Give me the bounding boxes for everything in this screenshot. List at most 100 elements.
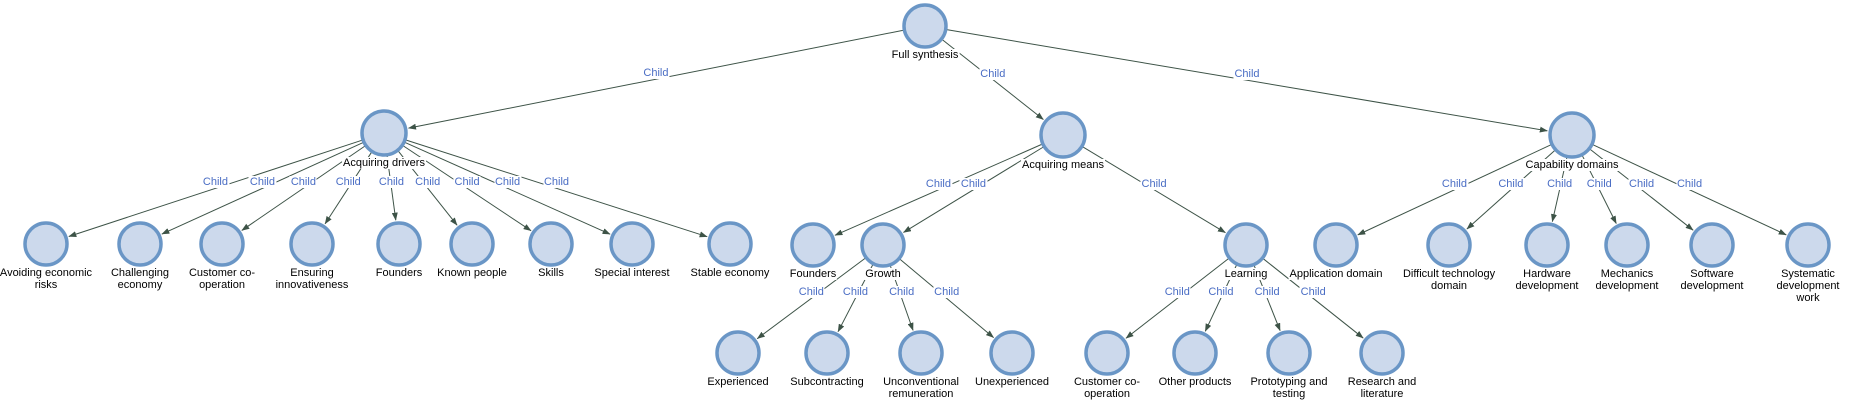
edge-label: Child	[1253, 286, 1281, 299]
node-application-domain[interactable]	[1313, 222, 1359, 268]
node-label-growth: Growth	[864, 268, 902, 280]
node-label-application-domain: Application domain	[1288, 268, 1384, 280]
node-challenging-economy[interactable]	[117, 221, 163, 267]
node-unexperienced[interactable]	[989, 330, 1035, 376]
edge-label: Child	[1299, 286, 1327, 299]
node-label-skills: Skills	[537, 267, 565, 279]
node-subcontracting[interactable]	[804, 330, 850, 376]
edge-label: Child	[1585, 177, 1613, 190]
node-label-unexperienced: Unexperienced	[974, 376, 1050, 388]
edge-label: Child	[642, 67, 670, 80]
node-label-prototyping-and-testing: Prototyping and testing	[1249, 376, 1329, 400]
node-customer-co-operation-2[interactable]	[1084, 330, 1130, 376]
node-learning[interactable]	[1223, 222, 1269, 268]
node-software-development[interactable]	[1689, 222, 1735, 268]
edge-acquiring-means--learning	[1082, 146, 1226, 234]
edge-label: Child	[1140, 177, 1168, 190]
edge-label: Child	[841, 286, 869, 299]
edge-label: Child	[1628, 177, 1656, 190]
edge-label: Child	[414, 176, 442, 189]
node-other-products[interactable]	[1172, 330, 1218, 376]
edge-label: Child	[797, 286, 825, 299]
node-label-hardware-development: Hardware development	[1514, 268, 1580, 292]
node-label-experienced: Experienced	[706, 376, 770, 388]
edge-learning--research-and-literature	[1262, 258, 1364, 339]
edge-label: Child	[933, 286, 961, 299]
node-label-unconventional-remuneration: Unconventional remuneration	[882, 376, 960, 400]
node-acquiring-drivers[interactable]	[360, 109, 408, 157]
edge-label: Child	[1497, 177, 1525, 190]
node-label-capability-domains: Capability domains	[1524, 159, 1620, 171]
edge-label: Child	[542, 176, 571, 189]
node-known-people[interactable]	[449, 221, 495, 267]
node-skills[interactable]	[528, 221, 574, 267]
node-capability-domains[interactable]	[1548, 111, 1596, 159]
node-prototyping-and-testing[interactable]	[1266, 330, 1312, 376]
node-label-subcontracting: Subcontracting	[789, 376, 865, 388]
edge-label: Child	[888, 286, 916, 299]
node-unconventional-remuneration[interactable]	[898, 330, 944, 376]
node-label-mechanics-development: Mechanics development	[1594, 268, 1660, 292]
edge-label: Child	[377, 176, 405, 188]
node-label-difficult-technology-domain: Difficult technology domain	[1401, 268, 1497, 292]
edge-acquiring-drivers--avoiding-economic-risks	[68, 139, 363, 238]
node-layer	[23, 3, 1831, 376]
node-special-interest[interactable]	[609, 221, 655, 267]
edge-label: Child	[334, 176, 362, 189]
node-founders-means[interactable]	[790, 222, 836, 268]
node-label-learning: Learning	[1223, 268, 1269, 280]
edge-full-synthesis--acquiring-drivers	[408, 29, 904, 130]
edge-acquiring-drivers--challenging-economy	[161, 142, 364, 235]
edge-label: Child	[1163, 286, 1191, 299]
edge-label: Child	[493, 176, 522, 189]
edge-label: Child	[959, 177, 987, 190]
node-stable-economy[interactable]	[707, 221, 753, 267]
edge-label: Child	[248, 176, 276, 189]
node-systematic-development-work[interactable]	[1785, 222, 1831, 268]
edge-acquiring-means--growth	[903, 146, 1044, 233]
node-label-known-people: Known people	[436, 267, 508, 279]
node-customer-co-operation[interactable]	[199, 221, 245, 267]
node-full-synthesis[interactable]	[902, 3, 948, 49]
edge-capability-domains--systematic-development-work	[1592, 144, 1787, 236]
edge-label: Child	[1546, 177, 1574, 190]
edge-label: Child	[979, 67, 1007, 80]
node-label-acquiring-means: Acquiring means	[1021, 159, 1105, 171]
node-label-customer-co-operation: Customer co- operation	[187, 267, 257, 291]
node-label-founders-means: Founders	[788, 268, 838, 280]
node-experienced[interactable]	[715, 330, 761, 376]
node-mechanics-development[interactable]	[1604, 222, 1650, 268]
edge-growth--unexperienced	[899, 258, 994, 338]
edge-label: Child	[1675, 177, 1704, 190]
edge-label: Child	[924, 177, 952, 190]
node-label-founders-drivers: Founders	[374, 267, 424, 279]
node-label-ensuring-innovativeness: Ensuring innovativeness	[274, 267, 350, 291]
node-label-special-interest: Special interest	[593, 267, 671, 279]
edge-label: Child	[1207, 286, 1235, 299]
node-founders-drivers[interactable]	[376, 221, 422, 267]
edge-label: Child	[1440, 177, 1468, 190]
node-label-other-products: Other products	[1157, 376, 1233, 388]
node-ensuring-innovativeness[interactable]	[289, 221, 335, 267]
node-label-challenging-economy: Challenging economy	[109, 267, 171, 291]
node-label-software-development: Software development	[1679, 268, 1745, 292]
edge-label: Child	[289, 176, 317, 189]
edge-label: Child	[453, 176, 481, 189]
node-difficult-technology-domain[interactable]	[1426, 222, 1472, 268]
node-growth[interactable]	[860, 222, 906, 268]
node-label-research-and-literature: Research and literature	[1346, 376, 1418, 400]
node-research-and-literature[interactable]	[1359, 330, 1405, 376]
node-avoiding-economic-risks[interactable]	[23, 221, 69, 267]
edge-acquiring-drivers--stable-economy	[405, 139, 708, 238]
edge-growth--experienced	[756, 257, 866, 340]
node-hardware-development[interactable]	[1524, 222, 1570, 268]
node-label-acquiring-drivers: Acquiring drivers	[342, 157, 426, 169]
node-acquiring-means[interactable]	[1039, 111, 1087, 159]
node-label-avoiding-economic-risks: Avoiding economic risks	[0, 267, 94, 291]
edge-acquiring-drivers--special-interest	[404, 141, 611, 235]
edge-full-synthesis--capability-domains	[946, 29, 1548, 133]
edge-label: Child	[1233, 68, 1261, 81]
node-label-full-synthesis: Full synthesis	[890, 49, 960, 61]
